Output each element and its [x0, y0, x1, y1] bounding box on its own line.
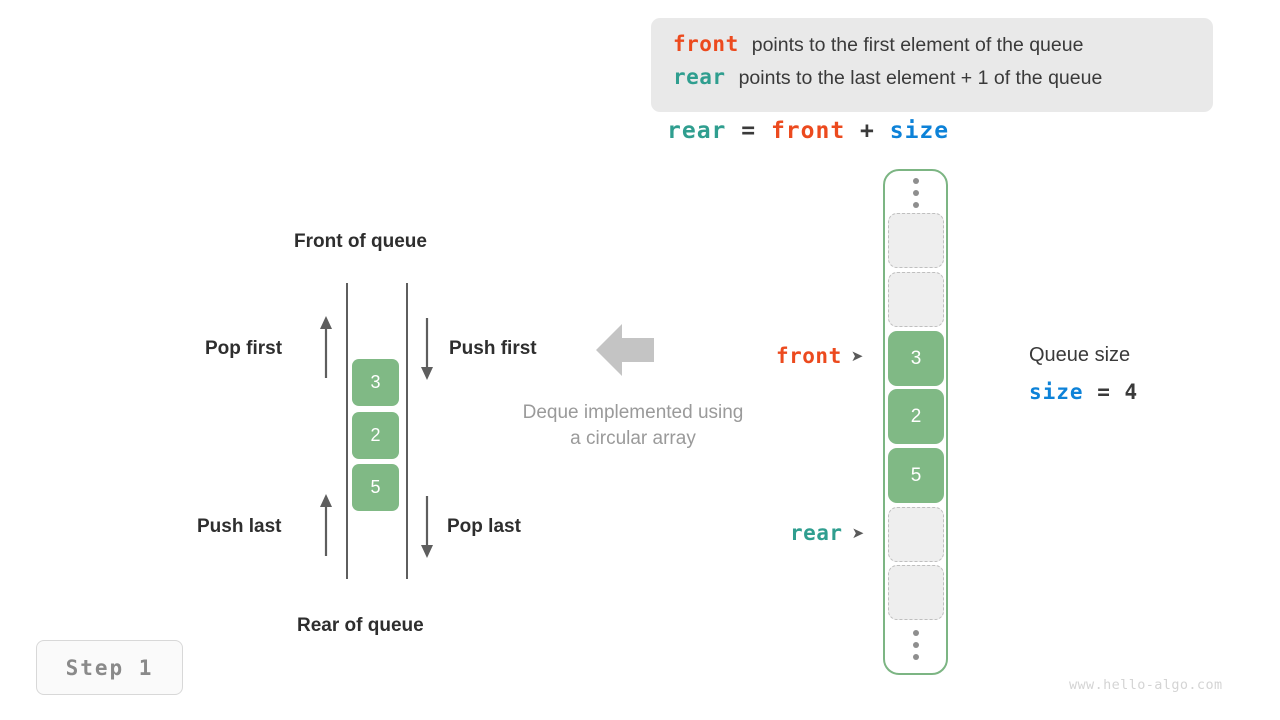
queue-size-expression: size = 4	[1029, 380, 1138, 404]
legend-keyword-front: front	[673, 32, 739, 56]
deque-cell: 2	[352, 412, 399, 459]
formula-front: front	[770, 118, 846, 144]
front-pointer: front ➤	[776, 344, 863, 368]
vertical-ellipsis-icon	[907, 178, 924, 208]
size-equals: =	[1083, 380, 1125, 404]
formula-rear: rear	[667, 118, 727, 144]
deque-rail-left	[346, 283, 348, 579]
step-badge: Step 1	[36, 640, 183, 695]
watermark: www.hello-algo.com	[1069, 677, 1223, 693]
dot	[912, 642, 919, 648]
rear-formula: rear = front + size	[667, 118, 949, 144]
queue-size-title: Queue size	[1029, 344, 1131, 366]
array-slot-empty	[888, 565, 944, 620]
dot	[912, 630, 919, 636]
push-last-label: Push last	[197, 516, 282, 537]
formula-equals: =	[726, 118, 771, 144]
array-slot-filled: 2	[888, 389, 944, 444]
size-value: 4	[1124, 380, 1139, 404]
diagram-caption: Deque implemented using a circular array	[492, 400, 774, 452]
array-slot-empty	[888, 213, 944, 268]
vertical-ellipsis-icon	[907, 630, 924, 660]
deque-cell: 5	[352, 464, 399, 511]
pop-first-arrow-icon	[318, 316, 334, 380]
legend-line-front: front points to the first element of the…	[673, 32, 1191, 65]
push-last-arrow-icon	[318, 494, 334, 558]
front-pointer-label: front	[776, 344, 842, 368]
front-pointer-arrow-icon: ➤	[850, 347, 864, 365]
array-slot-filled: 3	[888, 331, 944, 386]
formula-plus: +	[845, 118, 890, 144]
legend-keyword-rear: rear	[673, 65, 726, 89]
push-first-label: Push first	[449, 338, 537, 359]
array-slot-empty	[888, 272, 944, 327]
legend-line-rear: rear points to the last element + 1 of t…	[673, 65, 1191, 98]
rear-of-queue-label: Rear of queue	[297, 615, 424, 636]
caption-line-2: a circular array	[570, 428, 696, 449]
deque-cell: 3	[352, 359, 399, 406]
front-of-queue-label: Front of queue	[294, 231, 427, 252]
pointer-legend-box: front points to the first element of the…	[651, 18, 1213, 112]
rear-pointer-label: rear	[790, 521, 843, 545]
size-variable: size	[1029, 380, 1084, 404]
array-slot-filled: 5	[888, 448, 944, 503]
legend-text-rear: points to the last element + 1 of the qu…	[738, 67, 1103, 89]
deque-rail-right	[406, 283, 408, 579]
dot	[912, 178, 919, 184]
pop-last-arrow-icon	[419, 494, 435, 558]
legend-text-front: points to the first element of the queue	[751, 34, 1084, 56]
mapping-left-arrow-icon	[596, 324, 654, 381]
formula-size: size	[889, 118, 950, 144]
dot	[912, 202, 919, 208]
dot	[912, 654, 919, 660]
rear-pointer: rear ➤	[790, 521, 864, 545]
caption-line-1: Deque implemented using	[522, 402, 744, 423]
pop-last-label: Pop last	[447, 516, 521, 537]
array-slot-empty	[888, 507, 944, 562]
push-first-arrow-icon	[419, 316, 435, 380]
dot	[912, 190, 919, 196]
pop-first-label: Pop first	[205, 338, 283, 359]
rear-pointer-arrow-icon: ➤	[851, 524, 865, 542]
